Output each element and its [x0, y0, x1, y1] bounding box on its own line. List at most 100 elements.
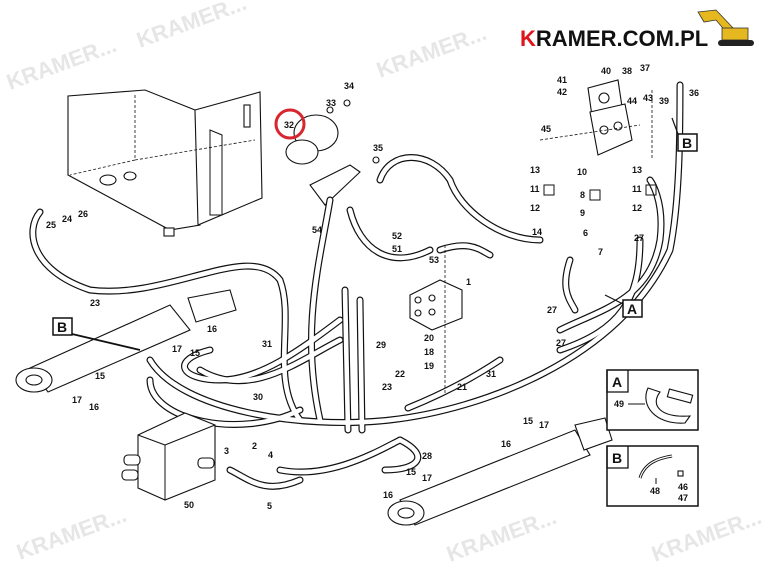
part-number-label: 14 — [532, 227, 542, 237]
part-number-label: 17 — [539, 420, 549, 430]
diagram-shape — [414, 309, 422, 317]
diagram-shape — [639, 455, 673, 479]
part-number-label: 17 — [422, 473, 432, 483]
part-number-label: 54 — [312, 225, 322, 235]
watermark-text: KRAMER... — [133, 0, 250, 53]
manifold-top — [539, 79, 657, 201]
diagram-shape — [52, 317, 73, 336]
diagram-shape — [666, 388, 694, 404]
diagram-shape — [99, 174, 117, 186]
section-marker-a: A — [604, 294, 643, 318]
part-number-label: 11 — [530, 184, 540, 194]
part-number-label: 24 — [62, 214, 72, 224]
part-number-label: 23 — [382, 382, 392, 392]
part-number-label: 31 — [262, 339, 272, 349]
cylinder-left — [15, 289, 237, 393]
diagram-shape: K — [520, 26, 536, 51]
part-number-label: 40 — [601, 66, 611, 76]
watermark-text: KRAMER... — [3, 32, 120, 95]
part-number-label: 20 — [424, 333, 434, 343]
control-valve-block — [121, 412, 216, 501]
diagram-shape: A — [627, 301, 637, 317]
watermark-text: KRAMER... — [13, 502, 130, 565]
part-number-label: 38 — [622, 66, 632, 76]
part-number-label: 43 — [643, 93, 653, 103]
diagram-shape — [428, 308, 436, 316]
diagram-shape — [197, 457, 215, 469]
diagram-shape — [598, 92, 610, 104]
diagram-shape — [137, 424, 216, 500]
part-number-label: 7 — [598, 247, 603, 257]
diagram-shape — [123, 171, 137, 181]
part-number-label: 23 — [90, 298, 100, 308]
part-number-label: 27 — [634, 233, 644, 243]
diagram-shape — [343, 99, 351, 107]
diagram-shape — [409, 279, 463, 331]
diagram-shape: B — [682, 135, 692, 151]
diagram-shape — [25, 374, 43, 386]
part-number-label: 28 — [422, 451, 432, 461]
diagram-shape — [671, 117, 679, 135]
diagram-shape — [645, 184, 657, 196]
diagram-shape: RAMER.COM.PL — [536, 26, 708, 51]
accumulator — [285, 99, 380, 206]
part-number-label: 16 — [89, 402, 99, 412]
part-number-label: 50 — [184, 500, 194, 510]
diagram-shape — [622, 299, 643, 318]
diagram-shape: KRAMER.COM.PL — [520, 26, 708, 51]
part-number-label: 51 — [392, 244, 402, 254]
part-number-label: 13 — [530, 165, 540, 175]
diagram-shape — [347, 207, 433, 261]
diagram-shape — [163, 227, 175, 237]
part-number-label: 42 — [557, 87, 567, 97]
part-number-label: 11 — [632, 184, 642, 194]
watermark-text: KRAMER... — [373, 20, 490, 83]
diagram-shape — [342, 287, 351, 433]
part-number-label: 21 — [457, 382, 467, 392]
diagram-shape — [721, 27, 749, 41]
diagram-shape — [372, 156, 380, 164]
part-number-label: 45 — [541, 124, 551, 134]
diagram-shape — [574, 417, 613, 451]
diagram-shape — [137, 412, 216, 501]
diagram-shape — [121, 469, 139, 481]
diagram-shape — [599, 125, 609, 135]
part-number-label: 15 — [95, 371, 105, 381]
part-number-label: 10 — [577, 167, 587, 177]
diagram-shape — [147, 82, 683, 425]
part-number-label: 31 — [486, 369, 496, 379]
inset-a: A 49 — [606, 369, 699, 431]
part-number-label: 17 — [72, 395, 82, 405]
part-number-label: 15 — [190, 348, 200, 358]
diagram-shape: B — [612, 450, 622, 466]
part-number-label: 9 — [580, 208, 585, 218]
diagram-shape — [194, 91, 263, 226]
diagram-shape: B — [57, 319, 67, 335]
diagram-shape — [326, 106, 334, 114]
part-number-label: 37 — [640, 63, 650, 73]
diagram-shape — [645, 387, 692, 424]
part-number-label: 22 — [395, 369, 405, 379]
diagram-shape — [30, 82, 683, 489]
diagram-shape — [309, 164, 361, 206]
cylinder-right — [387, 417, 613, 526]
diagram-shape — [71, 333, 141, 351]
part-number-label: 1 — [466, 277, 471, 287]
part-number-label: 16 — [383, 490, 393, 500]
diagram-shape — [563, 257, 578, 313]
part-number-label: 39 — [659, 96, 669, 106]
diagram-shape — [437, 243, 493, 258]
diagram-shape — [285, 139, 319, 165]
part-number-label: 12 — [530, 203, 540, 213]
part-number-label: 12 — [632, 203, 642, 213]
diagram-shape — [414, 296, 422, 304]
diagram-shape — [209, 129, 223, 216]
part-number-label: 32 — [284, 120, 294, 130]
part-number-label: 52 — [392, 231, 402, 241]
part-number-label: 6 — [583, 228, 588, 238]
part-number-label: 26 — [78, 209, 88, 219]
diagram-shape — [397, 507, 415, 519]
diagram-shape — [30, 209, 303, 423]
